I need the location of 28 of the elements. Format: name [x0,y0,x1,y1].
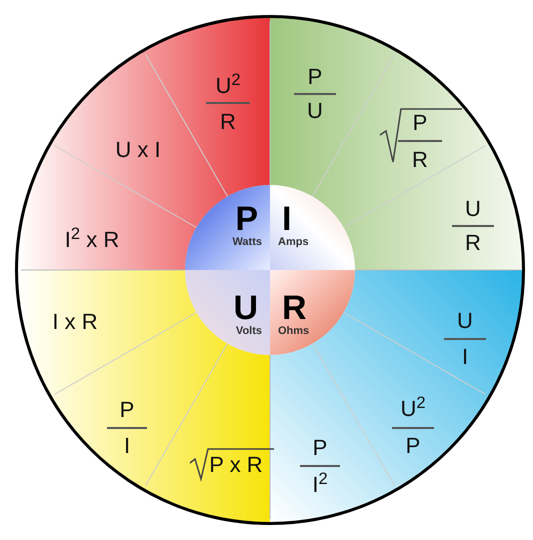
formula-term: P [406,435,420,457]
formula-term: P [120,399,134,421]
unit-name: Ohms [278,324,310,338]
formula-term: R [220,111,236,133]
formula-term: U x I [115,139,161,161]
quantity-symbol: U [232,290,258,325]
formula-term: R [412,149,428,171]
formula-term: U [307,100,323,122]
formula-term: I$^{2}$ x R [64,229,120,251]
formula-term: U$^{2}$ [215,75,241,97]
formula-term: I [124,435,130,457]
formula-term: P x R [209,454,263,476]
quantity-symbol: P [235,202,258,236]
formula-term: U [457,310,473,332]
formula-term: P [312,437,328,459]
quantity-symbol: I [282,202,292,236]
unit-name: Volts [236,324,262,338]
formula-term: I x R [52,311,98,333]
formula-term: P [308,66,322,88]
formula-term: U [465,198,481,220]
formula-term: I$^{2}$ [312,474,328,496]
formula-term: U$^{2}$ [400,398,426,420]
unit-name: Amps [278,236,309,250]
unit-name: Watts [232,236,262,250]
quantity-symbol: R [282,290,307,325]
formula-term: I [462,346,468,368]
formula-term: P [412,112,428,134]
formula-term: R [465,232,481,254]
